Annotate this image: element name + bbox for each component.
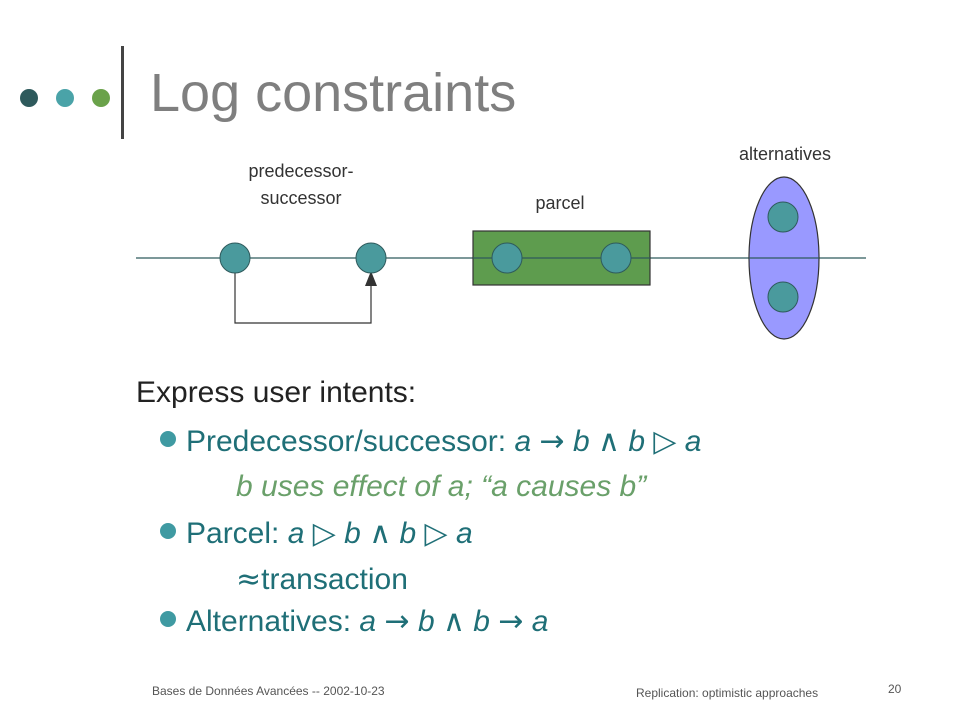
node-predecessor bbox=[219, 242, 251, 274]
bullet-alternatives: Alternatives: a → b ∧ b → a bbox=[160, 604, 548, 639]
arrow-symbol: → bbox=[498, 604, 524, 639]
formula-b: b bbox=[628, 425, 646, 458]
label-alternatives: alternatives bbox=[738, 144, 832, 164]
and-symbol: ∧ bbox=[598, 424, 620, 459]
formula-a: a bbox=[359, 605, 377, 638]
slide-title: Log constraints bbox=[150, 63, 517, 123]
node-parcel-2 bbox=[600, 242, 632, 274]
node-alternative-2 bbox=[767, 281, 799, 313]
node-parcel-1 bbox=[491, 242, 523, 274]
footer-page-number: 20 bbox=[888, 682, 902, 696]
formula-b: b bbox=[344, 517, 361, 550]
approx-symbol: ≈ bbox=[236, 562, 262, 597]
triangle-symbol: ▷ bbox=[424, 516, 448, 551]
bullet-parcel: Parcel: a ▷ b ∧ b ▷ a bbox=[160, 516, 473, 551]
node-successor bbox=[355, 242, 387, 274]
bullet-predecessor: Predecessor/successor: a → b ∧ b ▷ a bbox=[160, 424, 701, 459]
formula-a: a bbox=[514, 425, 532, 458]
bullet-label: Predecessor/successor: bbox=[186, 425, 507, 458]
bullet-dot-icon bbox=[160, 611, 176, 627]
footer-course: Bases de Données Avancées -- 2002-10-23 bbox=[152, 684, 385, 698]
bullet-predecessor-sub: b uses effect of a; “a causes b” bbox=[236, 470, 647, 503]
label-parcel: parcel bbox=[535, 193, 585, 213]
formula-b: b bbox=[473, 605, 490, 638]
arrow-symbol: → bbox=[384, 604, 410, 639]
and-symbol: ∧ bbox=[442, 604, 465, 639]
label-predecessor-successor: predecessor- successor bbox=[248, 161, 354, 208]
intents-heading: Express user intents: bbox=[136, 376, 417, 409]
bullet-dot-icon bbox=[160, 523, 176, 539]
triangle-symbol: ▷ bbox=[653, 424, 677, 459]
formula-b: b bbox=[417, 605, 435, 638]
formula-a: a bbox=[455, 517, 473, 550]
formula-b: b bbox=[573, 425, 590, 458]
formula-a: a bbox=[287, 517, 305, 550]
header-dot-3-icon bbox=[92, 89, 110, 107]
bullet-label: Alternatives: bbox=[186, 605, 352, 638]
formula-a: a bbox=[684, 425, 702, 458]
title-divider bbox=[121, 46, 124, 139]
node-alternative-1 bbox=[767, 201, 799, 233]
formula-a: a bbox=[531, 605, 549, 638]
predecessor-arrow-line bbox=[234, 259, 372, 324]
arrow-symbol: → bbox=[539, 424, 565, 459]
predecessor-arrow-head bbox=[365, 271, 377, 286]
and-symbol: ∧ bbox=[369, 516, 392, 551]
footer-topic: Replication: optimistic approaches bbox=[636, 686, 819, 700]
bullet-label: Parcel: bbox=[186, 517, 280, 550]
bullet-dot-icon bbox=[160, 431, 176, 447]
header-dot-1-icon bbox=[20, 89, 38, 107]
formula-b: b bbox=[399, 517, 417, 550]
triangle-symbol: ▷ bbox=[312, 516, 336, 551]
header-dot-2-icon bbox=[56, 89, 74, 107]
parcel-sub-text: transaction bbox=[261, 563, 408, 596]
bullet-parcel-sub: ≈transaction bbox=[236, 562, 408, 597]
